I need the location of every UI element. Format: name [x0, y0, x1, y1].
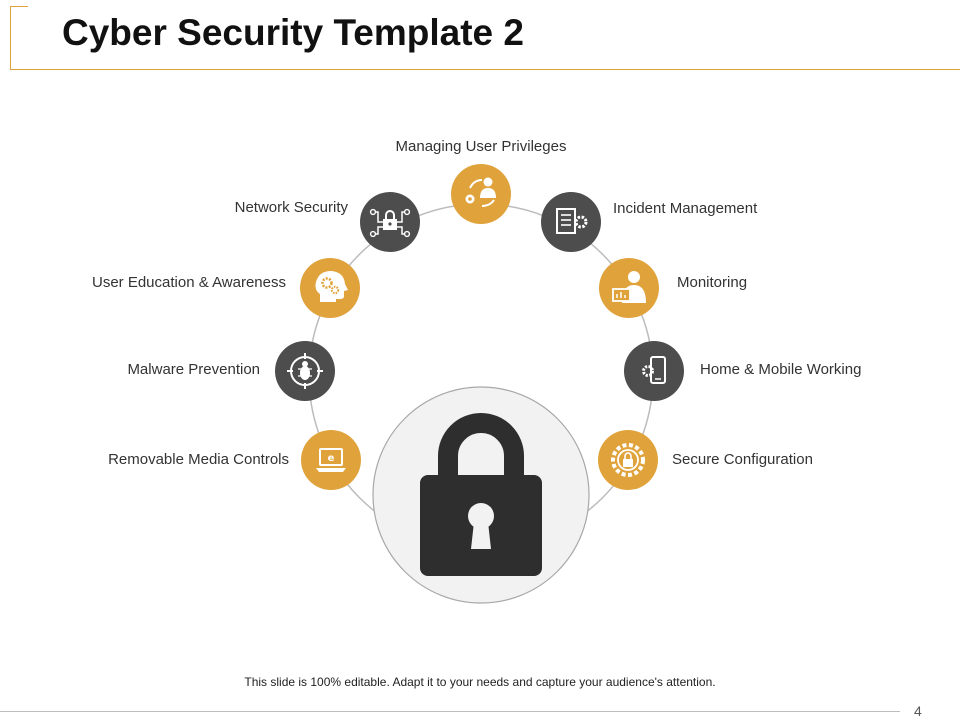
padlock-icon	[420, 413, 542, 576]
label-monitoring: Monitoring	[677, 274, 748, 291]
label-network-security: Network Security	[234, 199, 348, 216]
node-managing-user-privileges	[451, 164, 511, 224]
monitoring-user-screen-icon	[612, 271, 646, 303]
label-malware-prevention: Malware Prevention	[127, 361, 260, 378]
label-user-education-awareness: User Education & Awareness	[92, 274, 286, 291]
bug-target-icon	[287, 353, 323, 389]
node-malware-prevention	[275, 341, 335, 401]
user-privileges-icon	[465, 177, 496, 207]
title-corner-horizontal-line	[10, 6, 28, 7]
label-secure-configuration: Secure Configuration	[672, 451, 813, 468]
network-lock-icon	[369, 208, 411, 238]
node-home-mobile-working	[624, 341, 684, 401]
gear-lock-icon	[611, 443, 645, 477]
node-user-education-awareness	[300, 258, 360, 318]
slide-title: Cyber Security Template 2	[62, 12, 524, 53]
label-managing-user-privileges: Managing User Privileges	[395, 138, 567, 155]
node-network-security	[360, 192, 420, 252]
footer-divider	[0, 711, 900, 712]
head-gears-icon	[315, 271, 348, 302]
title-corner-vertical-line	[10, 6, 11, 70]
footer-note: This slide is 100% editable. Adapt it to…	[244, 675, 716, 689]
node-secure-configuration	[598, 430, 658, 490]
incident-document-gear-icon	[556, 208, 588, 234]
node-monitoring	[599, 258, 659, 318]
laptop-media-icon: e	[316, 448, 346, 472]
label-incident-management: Incident Management	[613, 200, 758, 217]
label-removable-media-controls: Removable Media Controls	[108, 451, 289, 468]
svg-text:e: e	[328, 453, 335, 464]
node-incident-management	[541, 192, 601, 252]
node-removable-media-controls: e	[301, 430, 361, 490]
mobile-gear-icon	[642, 356, 666, 384]
title-underline	[10, 69, 960, 70]
page-number: 4	[914, 703, 922, 719]
label-home-mobile-working: Home & Mobile Working	[700, 361, 862, 378]
